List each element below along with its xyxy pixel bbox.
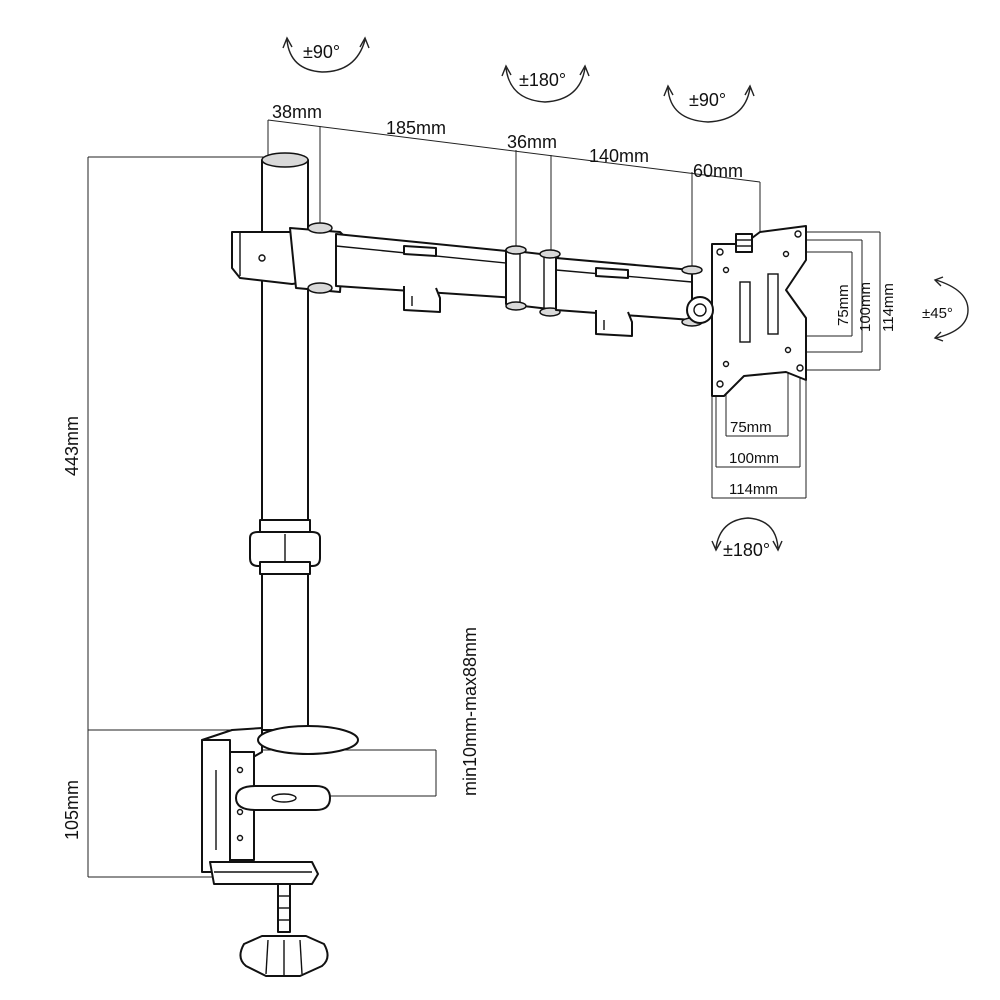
arm-segment-1 xyxy=(335,233,517,313)
rotation-arc-top-right xyxy=(667,87,751,123)
pole xyxy=(249,152,321,731)
dim-label-joint: 36mm xyxy=(507,132,557,152)
vesa-plate xyxy=(686,225,807,397)
dim-label-head: 60mm xyxy=(693,161,743,181)
vesa-label-w-114: 114mm xyxy=(729,481,778,498)
rotation-label-tilt: ±45° xyxy=(922,305,953,322)
rotation-arcs xyxy=(282,36,969,552)
arm-segment-2 xyxy=(555,257,703,337)
vesa-label-h-114: 114mm xyxy=(880,283,897,332)
rotation-arc-bottom xyxy=(715,517,779,549)
middle-joint xyxy=(505,245,561,317)
vesa-label-h-100: 100mm xyxy=(857,282,874,332)
rotation-label-top-left: ±90° xyxy=(303,42,340,62)
rotation-label-top-mid: ±180° xyxy=(519,70,566,90)
rotation-arc-top-mid xyxy=(505,67,586,103)
vesa-label-w-100: 100mm xyxy=(729,450,779,467)
vesa-label-h-75: 75mm xyxy=(835,284,852,326)
dim-label-arm2: 140mm xyxy=(589,146,649,166)
dim-label-height-total: 443mm xyxy=(62,416,82,476)
vesa-label-w-75: 75mm xyxy=(730,419,772,436)
rotation-label-top-right: ±90° xyxy=(689,90,726,110)
rotation-label-bottom: ±180° xyxy=(723,540,770,560)
labels: ±90° ±180° ±90° ±45° ±180° 38mm 185mm 36… xyxy=(62,42,953,840)
dim-label-arm1: 185mm xyxy=(386,118,446,138)
desk-clamp xyxy=(201,725,359,977)
rotation-arc-tilt xyxy=(935,279,969,339)
dim-label-pole: 38mm xyxy=(272,102,322,122)
dimension-lines xyxy=(87,119,881,878)
pole-arm-bracket xyxy=(231,222,345,294)
rotation-arc-top-left xyxy=(286,39,366,73)
height-collar xyxy=(249,519,321,575)
dim-label-height-clamp: 105mm xyxy=(62,780,82,840)
dim-label-desk-range: min10mm-max88mm xyxy=(460,627,480,796)
